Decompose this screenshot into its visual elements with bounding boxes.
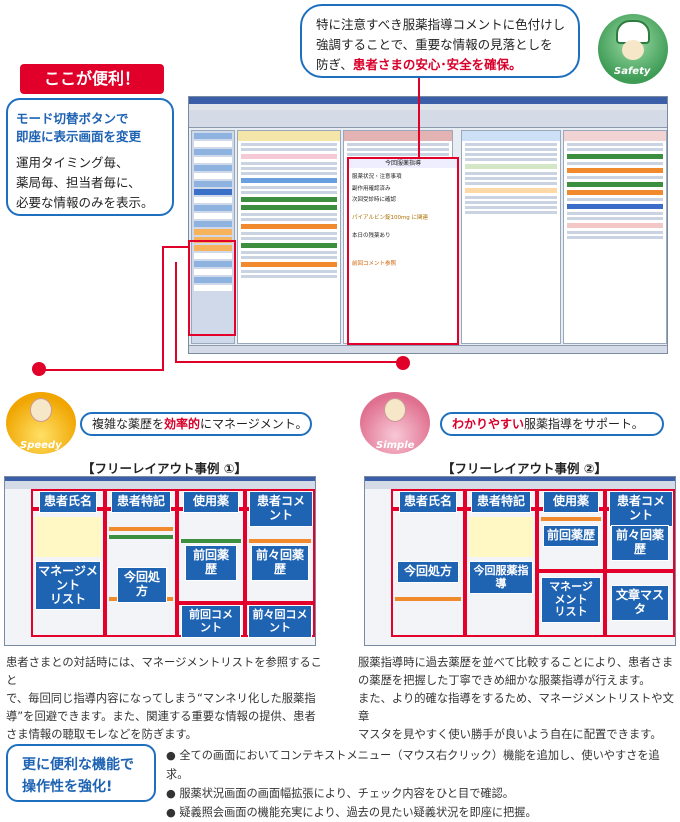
callout-line-3: 防ぎ、 <box>316 57 353 72</box>
l1-previous-history: 前回薬歴 <box>185 545 237 581</box>
more-features-box: 更に便利な機能で 操作性を強化! <box>6 744 156 802</box>
guidance-comment-pane: 今回服薬指導 服薬状況・注意事項 副作用確認済み 次回受診時に確認 パイアルビン… <box>347 157 459 345</box>
benefit-callout: モード切替ボタンで 即座に表示画面を変更 運用タイミング毎、 薬局毎、担当者毎に… <box>6 98 174 216</box>
feature-list: ● 全ての画面においてコンテキストメニュー（マウス右クリック）機能を追加し、使い… <box>166 746 678 822</box>
comment-line-4: パイアルビン錠100mg に関連 <box>352 215 429 221</box>
connector-right-v <box>175 262 177 362</box>
menu-bar <box>189 104 667 110</box>
benefit-badge: ここが便利！ <box>20 64 164 94</box>
layout1-caption: 【フリーレイアウト事例 ①】 <box>82 461 247 476</box>
callout-line-1: 特に注意すべき服薬指導コメントに色付けし <box>316 17 566 32</box>
comment-line-3: 次回受診時に確認 <box>352 197 397 203</box>
l2-patient-name: 患者氏名 <box>399 491 457 513</box>
l1-patient-comment: 患者コメント <box>249 491 313 527</box>
benefit-title-1: モード切替ボタンで <box>16 111 129 126</box>
layout1-screenshot: 患者氏名 患者特記 使用薬 患者コメント マネージメント リスト 今回処方 前回… <box>4 476 316 646</box>
connector-dot-left <box>32 362 46 376</box>
more-title-1: 更に便利な機能で <box>22 757 134 773</box>
safety-mascot-icon <box>598 14 668 84</box>
layout2-screenshot: 患者氏名 患者特記 使用薬 患者コメント 前回薬歴 前々回薬歴 今回処方 今回服… <box>364 476 676 646</box>
l2-current-guidance: 今回服薬指導 <box>469 561 533 595</box>
feature-item-3: ● 疑義照会画面の機能充実により、過去の見たい疑義状況を即座に把握。 <box>166 806 537 819</box>
speedy-callout: 複雑な薬歴を効率的にマネージメント。 <box>80 412 312 436</box>
l2-patient-notes: 患者特記 <box>471 491 531 513</box>
history-pane <box>237 130 341 344</box>
comment-line-2: 副作用確認済み <box>352 186 391 192</box>
l2-drugs-used: 使用薬 <box>543 491 599 513</box>
safety-label: Safety <box>614 66 651 77</box>
l1-patient-name: 患者氏名 <box>39 491 97 513</box>
comment-title: 今回服薬指導 <box>349 159 457 168</box>
comment-line-1: 服薬状況・注意事項 <box>352 174 402 180</box>
simple-label: Simple <box>376 440 415 451</box>
l1-before-previous-comment: 前々回コメント <box>248 605 312 639</box>
l2-current-rx: 今回処方 <box>397 561 459 583</box>
speedy-mascot-icon <box>6 392 76 454</box>
benefit-body-1: 運用タイミング毎、 <box>16 155 129 170</box>
l2-before-previous-history: 前々回薬歴 <box>611 525 669 561</box>
simple-callout: わかりやすい服薬指導をサポート。 <box>440 412 664 436</box>
l1-drugs-used: 使用薬 <box>183 491 239 513</box>
l1-before-previous-history: 前々回薬歴 <box>251 545 309 581</box>
status-bar <box>189 345 667 353</box>
l1-patient-notes: 患者特記 <box>111 491 171 513</box>
benefit-body-2: 薬局毎、担当者毎に、 <box>16 175 141 190</box>
main-app-screenshot: 今回服薬指導 服薬状況・注意事項 副作用確認済み 次回受診時に確認 パイアルビン… <box>188 96 668 354</box>
feature-item-1: ● 全ての画面においてコンテキストメニュー（マウス右クリック）機能を追加し、使い… <box>166 749 660 781</box>
callout-emphasis: 患者さまの安心･安全を確保。 <box>352 57 522 72</box>
comment-line-6: 前回コメント参照 <box>352 261 397 267</box>
layout2-caption: 【フリーレイアウト事例 ②】 <box>442 461 607 476</box>
speedy-description: 患者さまとの対話時には、マネージメントリストを参照することで、毎回同じ指導内容に… <box>6 656 322 741</box>
l2-text-master: 文章マスタ <box>611 585 669 621</box>
connector-dot-right <box>396 356 410 370</box>
title-bar <box>189 97 667 104</box>
benefit-title-2: 即座に表示画面を変更 <box>16 129 142 144</box>
l1-previous-comment: 前回コメント <box>181 605 241 639</box>
connector-left-h2 <box>40 369 164 371</box>
comment-line-5: 本日の残薬あり <box>352 233 391 239</box>
more-title-2: 操作性を強化! <box>22 779 113 795</box>
drug-usage-pane <box>461 130 561 344</box>
benefit-body-3: 必要な情報のみを表示。 <box>16 195 154 210</box>
l2-previous-history: 前回薬歴 <box>543 525 599 547</box>
simple-mascot-icon <box>360 392 430 454</box>
previous-history-pane <box>563 130 667 344</box>
feature-item-2: ● 服薬状況画面の画面幅拡張により、チェック内容をひと目で確認。 <box>166 787 514 800</box>
connector-top <box>418 78 420 158</box>
connector-left-h <box>163 246 190 248</box>
speedy-label: Speedy <box>20 440 62 451</box>
safety-callout: 特に注意すべき服薬指導コメントに色付けし 強調することで、重要な情報の見落としを… <box>300 4 580 78</box>
mode-sidebar <box>191 130 235 344</box>
connector-right-h <box>175 361 405 363</box>
l2-patient-comment: 患者コメント <box>609 491 673 527</box>
l2-management-list: マネージメント リスト <box>541 577 601 623</box>
l1-management-list: マネージメント リスト <box>35 561 101 611</box>
l1-current-rx: 今回処方 <box>117 567 167 603</box>
callout-line-2: 強調することで、重要な情報の見落としを <box>316 37 553 52</box>
connector-left-v <box>162 246 164 370</box>
toolbar <box>189 110 667 128</box>
simple-description: 服薬指導時に過去薬歴を並べて比較することにより、患者さまの薬歴を把握した丁寧でき… <box>358 656 674 741</box>
mode-button-highlight <box>188 240 236 336</box>
